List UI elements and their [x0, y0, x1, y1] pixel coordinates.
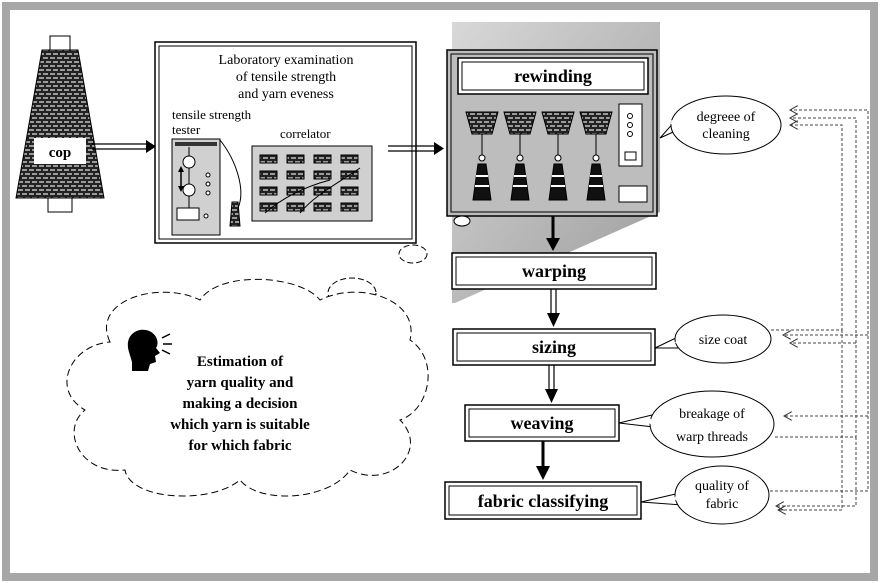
feedback-lines: [770, 110, 869, 510]
callout-size-coat-text: size coat: [699, 333, 748, 348]
callout-quality-line-1: quality of: [695, 479, 749, 494]
callout-breakage-line-2: warp threads: [676, 430, 748, 445]
correlator-cell: [340, 202, 359, 212]
thought-line-5: for which fabric: [188, 438, 291, 454]
correlator-device: [251, 145, 373, 222]
callout-size-coat: size coat: [654, 314, 772, 364]
spindle: [503, 111, 537, 201]
correlator-label: correlator: [280, 126, 331, 141]
spindle: [465, 111, 499, 201]
correlator-cell: [286, 202, 305, 212]
correlator-cell: [259, 170, 278, 180]
arrow-lab-to-rewinding: [388, 142, 444, 155]
correlator-cell: [340, 186, 359, 196]
thought-line-2: yarn quality and: [187, 375, 294, 391]
spindle: [541, 111, 575, 201]
step-fabric-classifying: fabric classifying: [444, 481, 642, 520]
step-rewinding-label: rewinding: [514, 66, 592, 86]
correlator-cell: [259, 186, 278, 196]
callout-breakage-line-1: breakage of: [679, 407, 745, 422]
correlator-cell: [286, 186, 305, 196]
thought-cloud: Estimation of yarn quality and making a …: [66, 244, 429, 497]
correlator-cell: [286, 170, 305, 180]
step-weaving-label: weaving: [511, 413, 574, 433]
speaking-head-icon: [127, 329, 172, 371]
spindle: [579, 111, 613, 201]
callout-cleaning: degreee of cleaning: [659, 95, 782, 155]
correlator-cell: [313, 186, 332, 196]
lab-title-line-3: and yarn eveness: [238, 87, 334, 102]
thought-line-1: Estimation of: [197, 354, 284, 370]
callout-quality-line-2: fabric: [706, 497, 739, 512]
callout-cleaning-line-2: cleaning: [702, 127, 749, 142]
callout-cleaning-line-1: degreee of: [697, 110, 756, 125]
step-rewinding: rewinding: [457, 57, 649, 95]
correlator-cell: [259, 154, 278, 164]
thought-line-4: which yarn is suitable: [170, 417, 310, 433]
tester-label-line-2: tester: [172, 122, 201, 137]
correlator-cell: [286, 154, 305, 164]
step-warping-label: warping: [522, 261, 586, 281]
step-fabric-classifying-label: fabric classifying: [478, 491, 609, 511]
step-warping: warping: [451, 252, 657, 290]
step-weaving: weaving: [464, 404, 620, 442]
cop-label: cop: [49, 145, 72, 161]
laboratory-box: Laboratory examination of tensile streng…: [154, 41, 417, 244]
cop-bobbin: cop: [15, 35, 105, 213]
correlator-cell: [313, 170, 332, 180]
tensile-tester-device: [171, 138, 242, 236]
correlator-cell: [340, 154, 359, 164]
step-arrows: [536, 216, 560, 480]
correlator-cell: [259, 202, 278, 212]
correlator-cell: [313, 202, 332, 212]
step-sizing: sizing: [452, 328, 656, 366]
callout-quality: quality of fabric: [640, 465, 770, 525]
tester-label-line-1: tensile strength: [172, 107, 252, 122]
callout-breakage: breakage of warp threads: [618, 390, 775, 458]
lab-title-line-2: of tensile strength: [236, 70, 336, 85]
step-sizing-label: sizing: [532, 337, 576, 357]
correlator-cell: [313, 154, 332, 164]
arrow-cop-to-lab: [92, 140, 156, 153]
lab-title-line-1: Laboratory examination: [219, 53, 354, 68]
thought-line-3: making a decision: [182, 396, 298, 412]
